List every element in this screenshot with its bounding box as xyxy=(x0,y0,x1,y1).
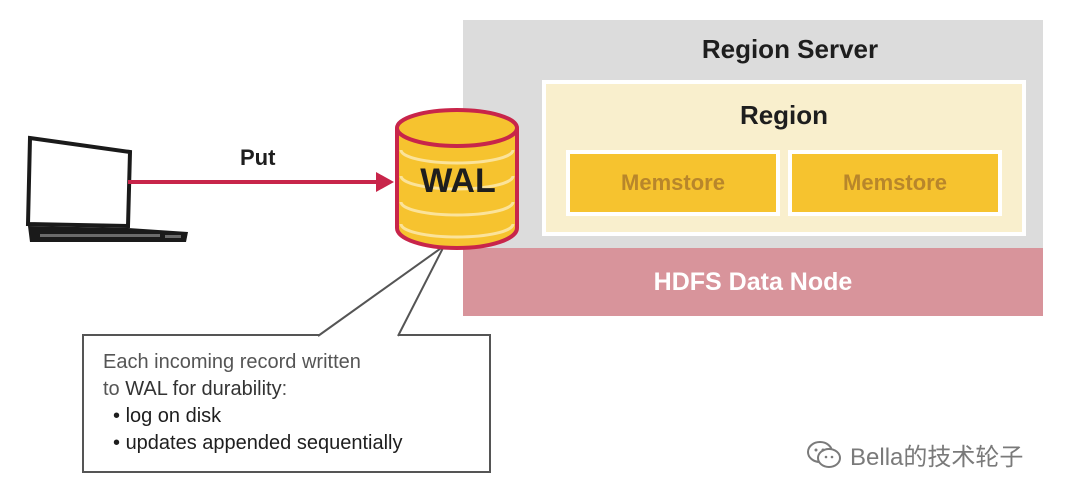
memstore-1: Memstore xyxy=(570,154,776,212)
callout-bullet-2: • updates appended sequentially xyxy=(113,432,403,454)
callout-colon: : xyxy=(281,378,288,400)
callout-line-2: to WAL for durability: xyxy=(103,376,402,403)
callout-to: to xyxy=(103,378,120,400)
region-server-title: Region Server xyxy=(701,34,879,64)
region-title: Region xyxy=(739,100,829,130)
put-arrow xyxy=(128,172,394,192)
wal-cylinder-icon xyxy=(395,108,519,250)
callout-text: Each incoming record written to WAL for … xyxy=(103,349,402,457)
callout-line-1: Each incoming record written xyxy=(103,351,361,373)
callout-bullet-1: • log on disk xyxy=(113,405,222,427)
memstore-2: Memstore xyxy=(792,154,998,212)
hdfs-data-node: HDFS Data Node xyxy=(463,248,1043,316)
laptop-icon xyxy=(25,135,188,242)
callout-wal-durability: WAL for durability xyxy=(125,378,282,400)
wechat-icon xyxy=(807,440,841,468)
watermark-text: Bella的技术轮子 xyxy=(850,444,1024,471)
watermark: Bella的技术轮子 xyxy=(806,437,1023,472)
callout-box xyxy=(82,245,491,473)
wal-label: WAL xyxy=(420,162,496,200)
put-label: Put xyxy=(240,145,276,170)
